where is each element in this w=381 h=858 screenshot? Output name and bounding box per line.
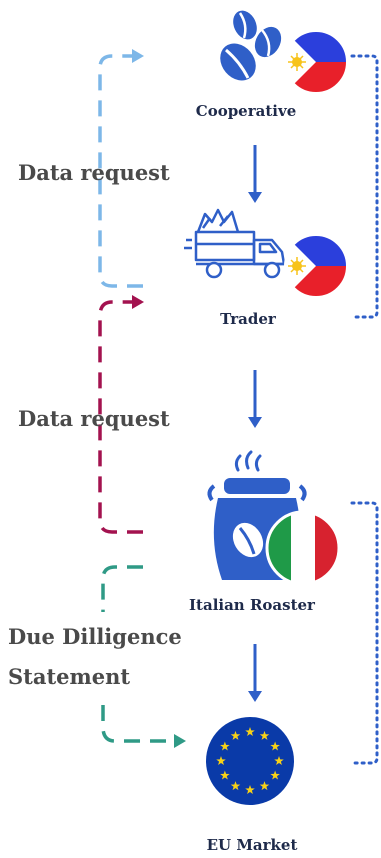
eu-star-icon — [216, 756, 226, 766]
eu-star-icon — [259, 781, 270, 791]
eu-star-icon — [245, 785, 255, 795]
eu-star-icon — [270, 770, 280, 780]
eu-market-label: EU Market — [206, 836, 298, 854]
flow-arrow — [248, 644, 262, 702]
eu-star-icon — [230, 730, 241, 740]
eu-star-icon — [274, 756, 284, 766]
eu-star-icon — [230, 781, 241, 791]
eu-star-icon — [245, 727, 255, 737]
truck-icon — [184, 208, 290, 279]
italy-flag-icon — [265, 510, 341, 586]
eu-flag-icon — [206, 717, 294, 805]
due-diligence-label: Due Dilligence — [8, 624, 182, 649]
coffee-beans-icon — [220, 10, 282, 81]
data-request-arrow — [98, 295, 144, 534]
data-request-arrow — [98, 49, 144, 288]
italian-roaster-label: Italian Roaster — [189, 596, 315, 614]
eu-star-icon — [259, 730, 270, 740]
eu-star-icon — [220, 741, 230, 751]
cooperative-label: Cooperative — [195, 102, 297, 120]
bracket-eu — [350, 501, 379, 765]
data-request-label-1: Data request — [18, 160, 170, 185]
eu-star-icon — [270, 741, 280, 751]
data-request-label-2: Data request — [18, 406, 170, 431]
flow-arrow — [248, 145, 262, 203]
eu-star-icon — [220, 770, 230, 780]
flow-arrow — [248, 370, 262, 428]
bracket-philippines — [350, 54, 379, 319]
due-diligence-arrow — [101, 565, 186, 748]
philippines-flag-icon — [284, 234, 348, 298]
philippines-flag-icon — [284, 30, 348, 94]
trader-label: Trader — [220, 310, 276, 328]
statement-label: Statement — [8, 664, 131, 689]
